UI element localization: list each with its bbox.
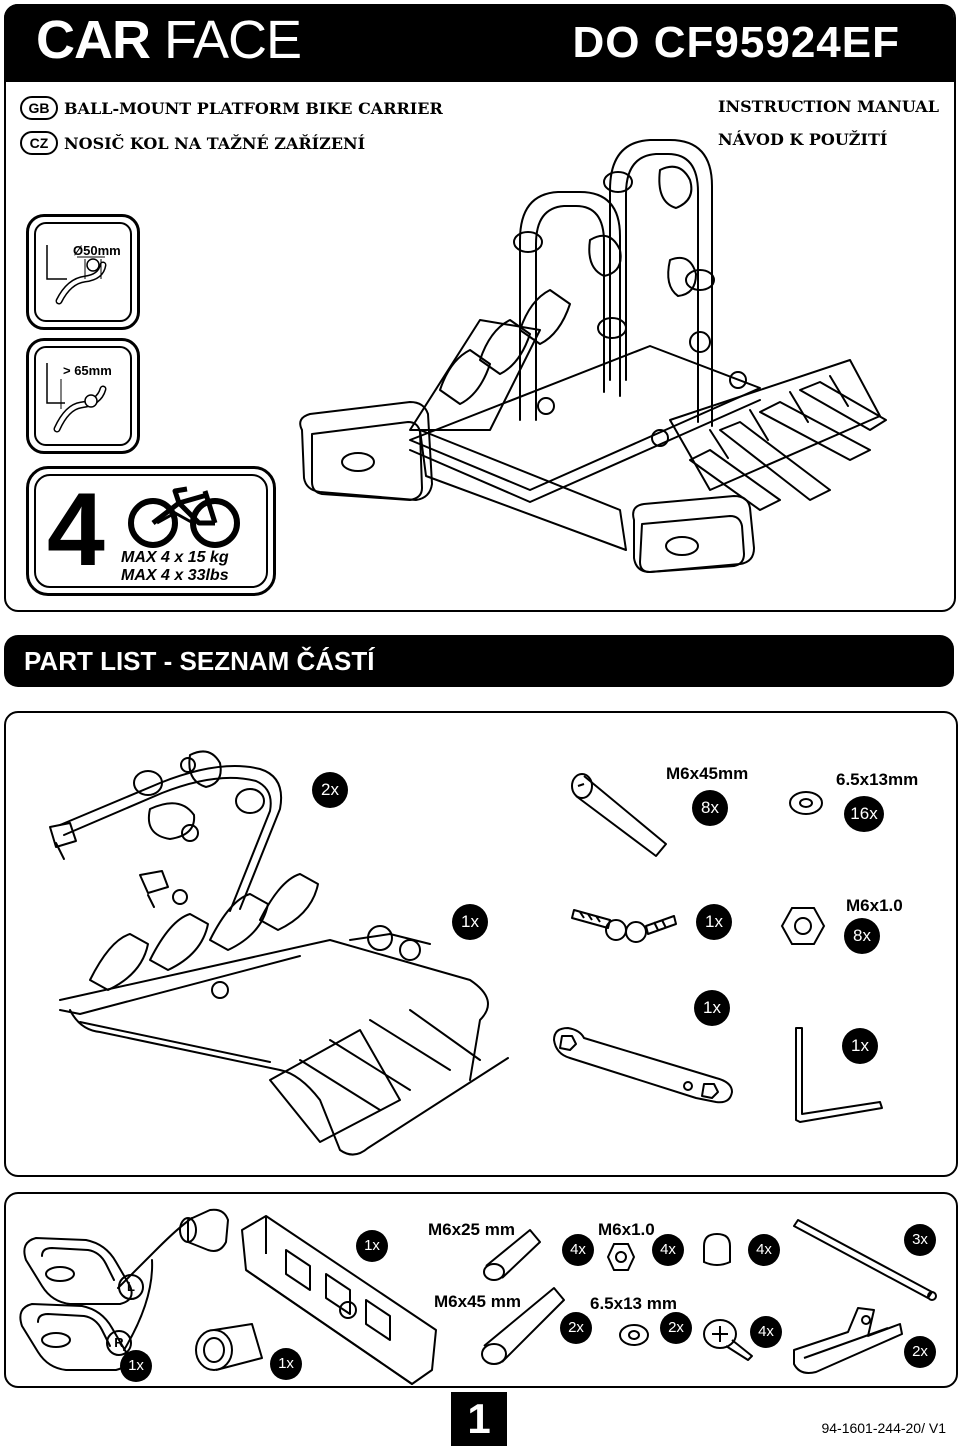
manual-title: NÁVOD K POUŽITÍ xyxy=(718,130,888,149)
quantity-badge: 2x xyxy=(904,1336,936,1368)
clearance-icon xyxy=(29,341,137,451)
number-plate-holder-illustration xyxy=(236,1210,446,1390)
ball-diameter-label: Ø50mm xyxy=(73,243,121,258)
carrier-platform-illustration xyxy=(50,880,510,1170)
max-load-kg: MAX 4 x 15 kg xyxy=(121,549,229,566)
quantity-badge: 3x xyxy=(904,1224,936,1256)
screw-illustration xyxy=(700,1312,756,1362)
max-load-lbs: MAX 4 x 33lbs xyxy=(121,567,229,584)
bolt-m6x45-illustration xyxy=(570,770,680,860)
bolt-m6x25-illustration xyxy=(482,1226,546,1282)
tow-ball-icon xyxy=(29,217,137,327)
bracket-illustration xyxy=(788,1302,908,1378)
main-parts-panel xyxy=(4,711,958,1177)
clearance-box: > 65mm xyxy=(26,338,140,454)
allen-key-illustration xyxy=(790,1024,890,1128)
nut-illustration xyxy=(780,904,826,948)
right-light-marker: R xyxy=(106,1330,132,1356)
quantity-badge: 2x xyxy=(560,1312,592,1344)
language-row-cz: CZ NOSIČ KOL NA TAŽNÉ ZAŘÍZENÍ xyxy=(20,131,365,155)
part-list-title: PART LIST - SEZNAM ČÁSTÍ xyxy=(24,646,375,676)
quantity-badge: 4x xyxy=(562,1234,594,1266)
cable-tie-illustration xyxy=(792,1214,942,1304)
quantity-badge: 1x xyxy=(120,1350,152,1382)
brand-logo: CAR FACE xyxy=(36,10,302,70)
header-bar xyxy=(4,4,954,82)
product-title: NOSIČ KOL NA TAŽNÉ ZAŘÍZENÍ xyxy=(64,133,366,153)
connector-plug-illustration xyxy=(192,1318,272,1378)
quantity-badge: 1x xyxy=(696,904,732,940)
nut-small-illustration xyxy=(606,1242,636,1272)
bike-carrier-illustration xyxy=(290,130,890,600)
quantity-badge: 4x xyxy=(652,1234,684,1266)
quantity-badge: 8x xyxy=(692,790,728,826)
model-number: DO CF95924EF xyxy=(572,18,900,67)
quantity-badge: 1x xyxy=(842,1028,878,1064)
washer-small-illustration xyxy=(616,1322,652,1348)
page-number: 1 xyxy=(451,1392,507,1446)
bolt-size-label: M6x25 mm xyxy=(428,1220,515,1239)
lighting-parts-panel xyxy=(4,1192,958,1388)
quantity-badge: 1x xyxy=(270,1348,302,1380)
left-light-marker: L xyxy=(118,1274,144,1300)
washer-size-label: 6.5x13 mm xyxy=(590,1294,677,1313)
quantity-badge: 16x xyxy=(844,796,884,832)
product-title: BALL-MOUNT PLATFORM BIKE CARRIER xyxy=(64,98,443,118)
manual-title: INSTRUCTION MANUAL xyxy=(718,97,939,116)
quantity-badge: 1x xyxy=(356,1230,388,1262)
language-row-gb: GB BALL-MOUNT PLATFORM BIKE CARRIER xyxy=(20,96,443,120)
language-code: CZ xyxy=(20,131,58,155)
quantity-badge: 1x xyxy=(452,904,488,940)
washer-illustration xyxy=(786,788,826,818)
end-cap-illustration xyxy=(700,1232,734,1268)
quantity-badge: 8x xyxy=(844,918,880,954)
document-number: 94-1601-244-20/ V1 xyxy=(821,1420,946,1436)
quantity-badge: 4x xyxy=(748,1234,780,1266)
nut-size-label: M6x1.0 xyxy=(846,896,903,915)
keys-illustration xyxy=(570,898,680,948)
max-load-box: 4 MAX 4 x 15 kg MAX 4 x 33lbs xyxy=(26,466,276,596)
bike-holder-arch-illustration xyxy=(40,735,300,935)
tow-ball-diameter-box: Ø50mm xyxy=(26,214,140,330)
language-code: GB xyxy=(20,96,58,120)
wrench-illustration xyxy=(548,1024,738,1104)
bolt-m6x45-small-illustration xyxy=(480,1284,570,1368)
bolt-size-label: M6x45mm xyxy=(666,764,749,783)
max-bikes-number: 4 xyxy=(47,472,105,588)
bolt-size-label: M6x45 mm xyxy=(434,1292,521,1311)
quantity-badge: 1x xyxy=(694,990,730,1026)
bicycle-icon xyxy=(29,469,273,593)
clearance-label: > 65mm xyxy=(63,363,112,378)
quantity-badge: 2x xyxy=(660,1312,692,1344)
part-list-header: PART LIST - SEZNAM ČÁSTÍ xyxy=(4,635,954,687)
nut-size-label: M6x1.0 xyxy=(598,1220,655,1239)
washer-size-label: 6.5x13mm xyxy=(836,770,919,789)
quantity-badge: 4x xyxy=(750,1316,782,1348)
quantity-badge: 2x xyxy=(312,772,348,808)
